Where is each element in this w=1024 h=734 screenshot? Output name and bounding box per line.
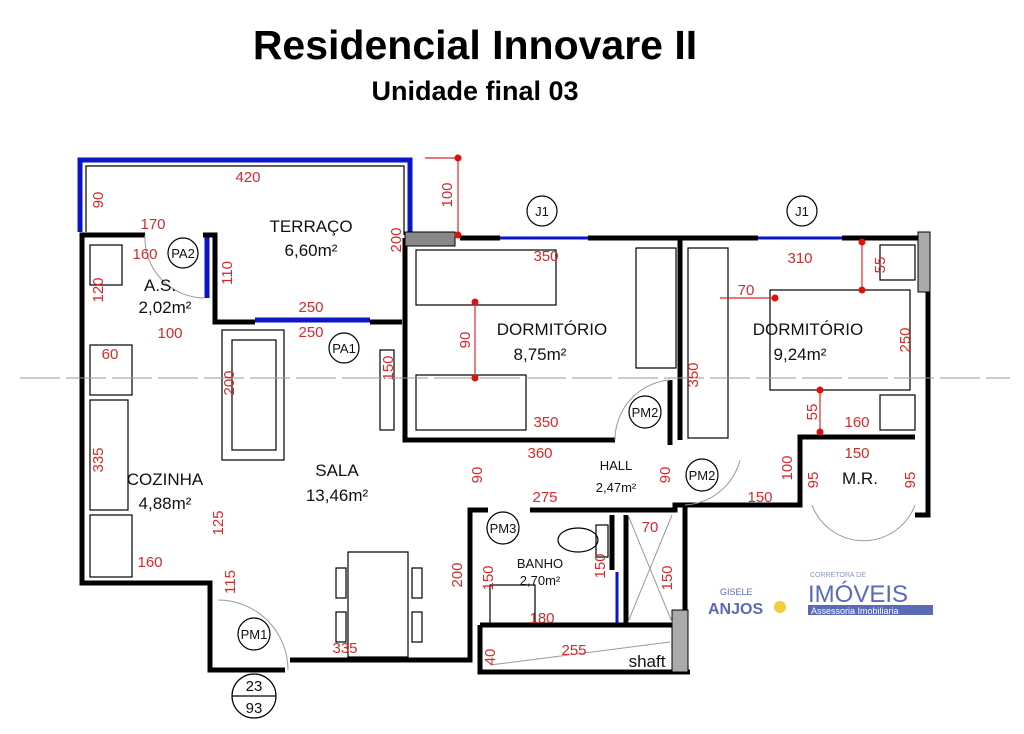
room-cozinha-area: 4,88m² <box>139 494 192 513</box>
tag-j1: J1 <box>795 204 809 219</box>
dim-label: 90 <box>469 467 486 484</box>
plan-subtitle: Unidade final 03 <box>371 76 579 106</box>
dim-label: 70 <box>738 282 755 299</box>
dim-label: 160 <box>844 414 869 431</box>
room-dorm2-name: DORMITÓRIO <box>753 320 864 339</box>
dim-label: 100 <box>779 455 796 480</box>
room-dorm2-area: 9,24m² <box>774 345 827 364</box>
dim-label: 150 <box>659 565 676 590</box>
room-as-name: A.S. <box>144 276 176 295</box>
tag-pa2: PA2 <box>171 246 195 261</box>
room-labels: TERRAÇO 6,60m² A.S. 2,02m² DORMITÓRIO 8,… <box>127 217 878 671</box>
dim-label: 70 <box>642 519 659 536</box>
dim-label: 125 <box>210 510 227 535</box>
dim-label: 55 <box>804 404 821 421</box>
watermark-imoveis: IMÓVEIS <box>808 581 908 608</box>
dim-label: 115 <box>222 570 239 594</box>
dim-label: 150 <box>844 445 869 462</box>
dim-label: 120 <box>90 277 107 302</box>
watermark-logo: GISELE ANJOS CORRETORA DE IMÓVEIS Assess… <box>708 572 933 618</box>
dim-label: 60 <box>102 346 119 363</box>
room-mr-name: M.R. <box>842 469 878 488</box>
room-dorm1-name: DORMITÓRIO <box>497 320 608 339</box>
dim-label: 90 <box>457 332 474 349</box>
watermark-assessoria: Assessoria Imobiliaria <box>811 606 899 616</box>
dim-label: 200 <box>221 370 238 395</box>
unit-marker-bottom: 93 <box>246 700 263 717</box>
room-terraco-name: TERRAÇO <box>269 217 352 236</box>
dim-label: 200 <box>449 562 466 587</box>
dim-label: 335 <box>332 640 357 657</box>
dim-label: 160 <box>137 554 162 571</box>
dim-label: 360 <box>527 445 552 462</box>
room-sala-name: SALA <box>315 461 359 480</box>
dim-label: 160 <box>132 246 157 263</box>
opening-tags: PA2 PA1 J1 J1 PM2 PM2 PM3 PM1 23 93 <box>167 195 818 719</box>
room-banho-name: BANHO <box>517 556 563 571</box>
room-as-area: 2,02m² <box>139 298 192 317</box>
dimension-labels: 420 90 170 160 120 110 200 250 250 100 3… <box>90 169 919 665</box>
tag-pa1: PA1 <box>332 341 356 356</box>
room-banho-area: 2,70m² <box>520 573 561 588</box>
dim-label: 170 <box>140 216 165 233</box>
dim-label: 100 <box>157 325 182 342</box>
room-sala-area: 13,46m² <box>306 486 369 505</box>
dim-label: 110 <box>219 261 236 285</box>
dim-label: 55 <box>872 257 889 274</box>
tag-pm1: PM1 <box>241 627 268 642</box>
watermark-corretora: CORRETORA DE <box>810 572 866 579</box>
unit-marker-top: 23 <box>246 678 263 695</box>
dim-label: 275 <box>532 489 557 506</box>
room-hall-area: 2,47m² <box>596 480 637 495</box>
dim-label: 90 <box>657 467 674 484</box>
room-hall-name: HALL <box>600 458 633 473</box>
room-dorm1-area: 8,75m² <box>514 345 567 364</box>
watermark-name-first: GISELE <box>720 587 753 597</box>
dim-label: 420 <box>235 169 260 186</box>
tag-pm3: PM3 <box>490 521 517 536</box>
room-terraco-area: 6,60m² <box>285 241 338 260</box>
dim-label: 95 <box>902 472 919 489</box>
dim-label: 150 <box>380 355 397 380</box>
room-shaft-name: shaft <box>629 652 666 671</box>
dim-label: 255 <box>561 642 586 659</box>
dim-label: 90 <box>90 192 107 209</box>
dim-label: 350 <box>533 248 558 265</box>
terrace-railing <box>77 157 842 625</box>
dim-label: 250 <box>298 324 323 341</box>
dim-label: 310 <box>787 250 812 267</box>
dim-label: 100 <box>439 182 456 207</box>
dim-label: 250 <box>897 327 914 352</box>
dim-label: 150 <box>747 489 772 506</box>
tag-j1: J1 <box>535 204 549 219</box>
furniture <box>20 234 1010 671</box>
dim-label: 350 <box>533 414 558 431</box>
dim-label: 40 <box>482 649 499 666</box>
dim-label: 250 <box>298 299 323 316</box>
dim-label: 200 <box>388 227 405 252</box>
dim-label: 335 <box>90 447 107 472</box>
walls <box>79 231 931 675</box>
dim-label: 350 <box>685 362 702 387</box>
dim-label: 150 <box>480 565 497 590</box>
watermark-name-last: ANJOS <box>708 601 763 618</box>
dim-label: 180 <box>529 610 554 627</box>
plan-title: Residencial Innovare II <box>252 22 698 68</box>
room-cozinha-name: COZINHA <box>127 470 204 489</box>
tag-pm2: PM2 <box>689 468 716 483</box>
tag-pm2: PM2 <box>632 405 659 420</box>
dim-label: 150 <box>592 553 609 578</box>
dimension-markers <box>425 154 866 436</box>
dim-label: 95 <box>805 472 822 489</box>
